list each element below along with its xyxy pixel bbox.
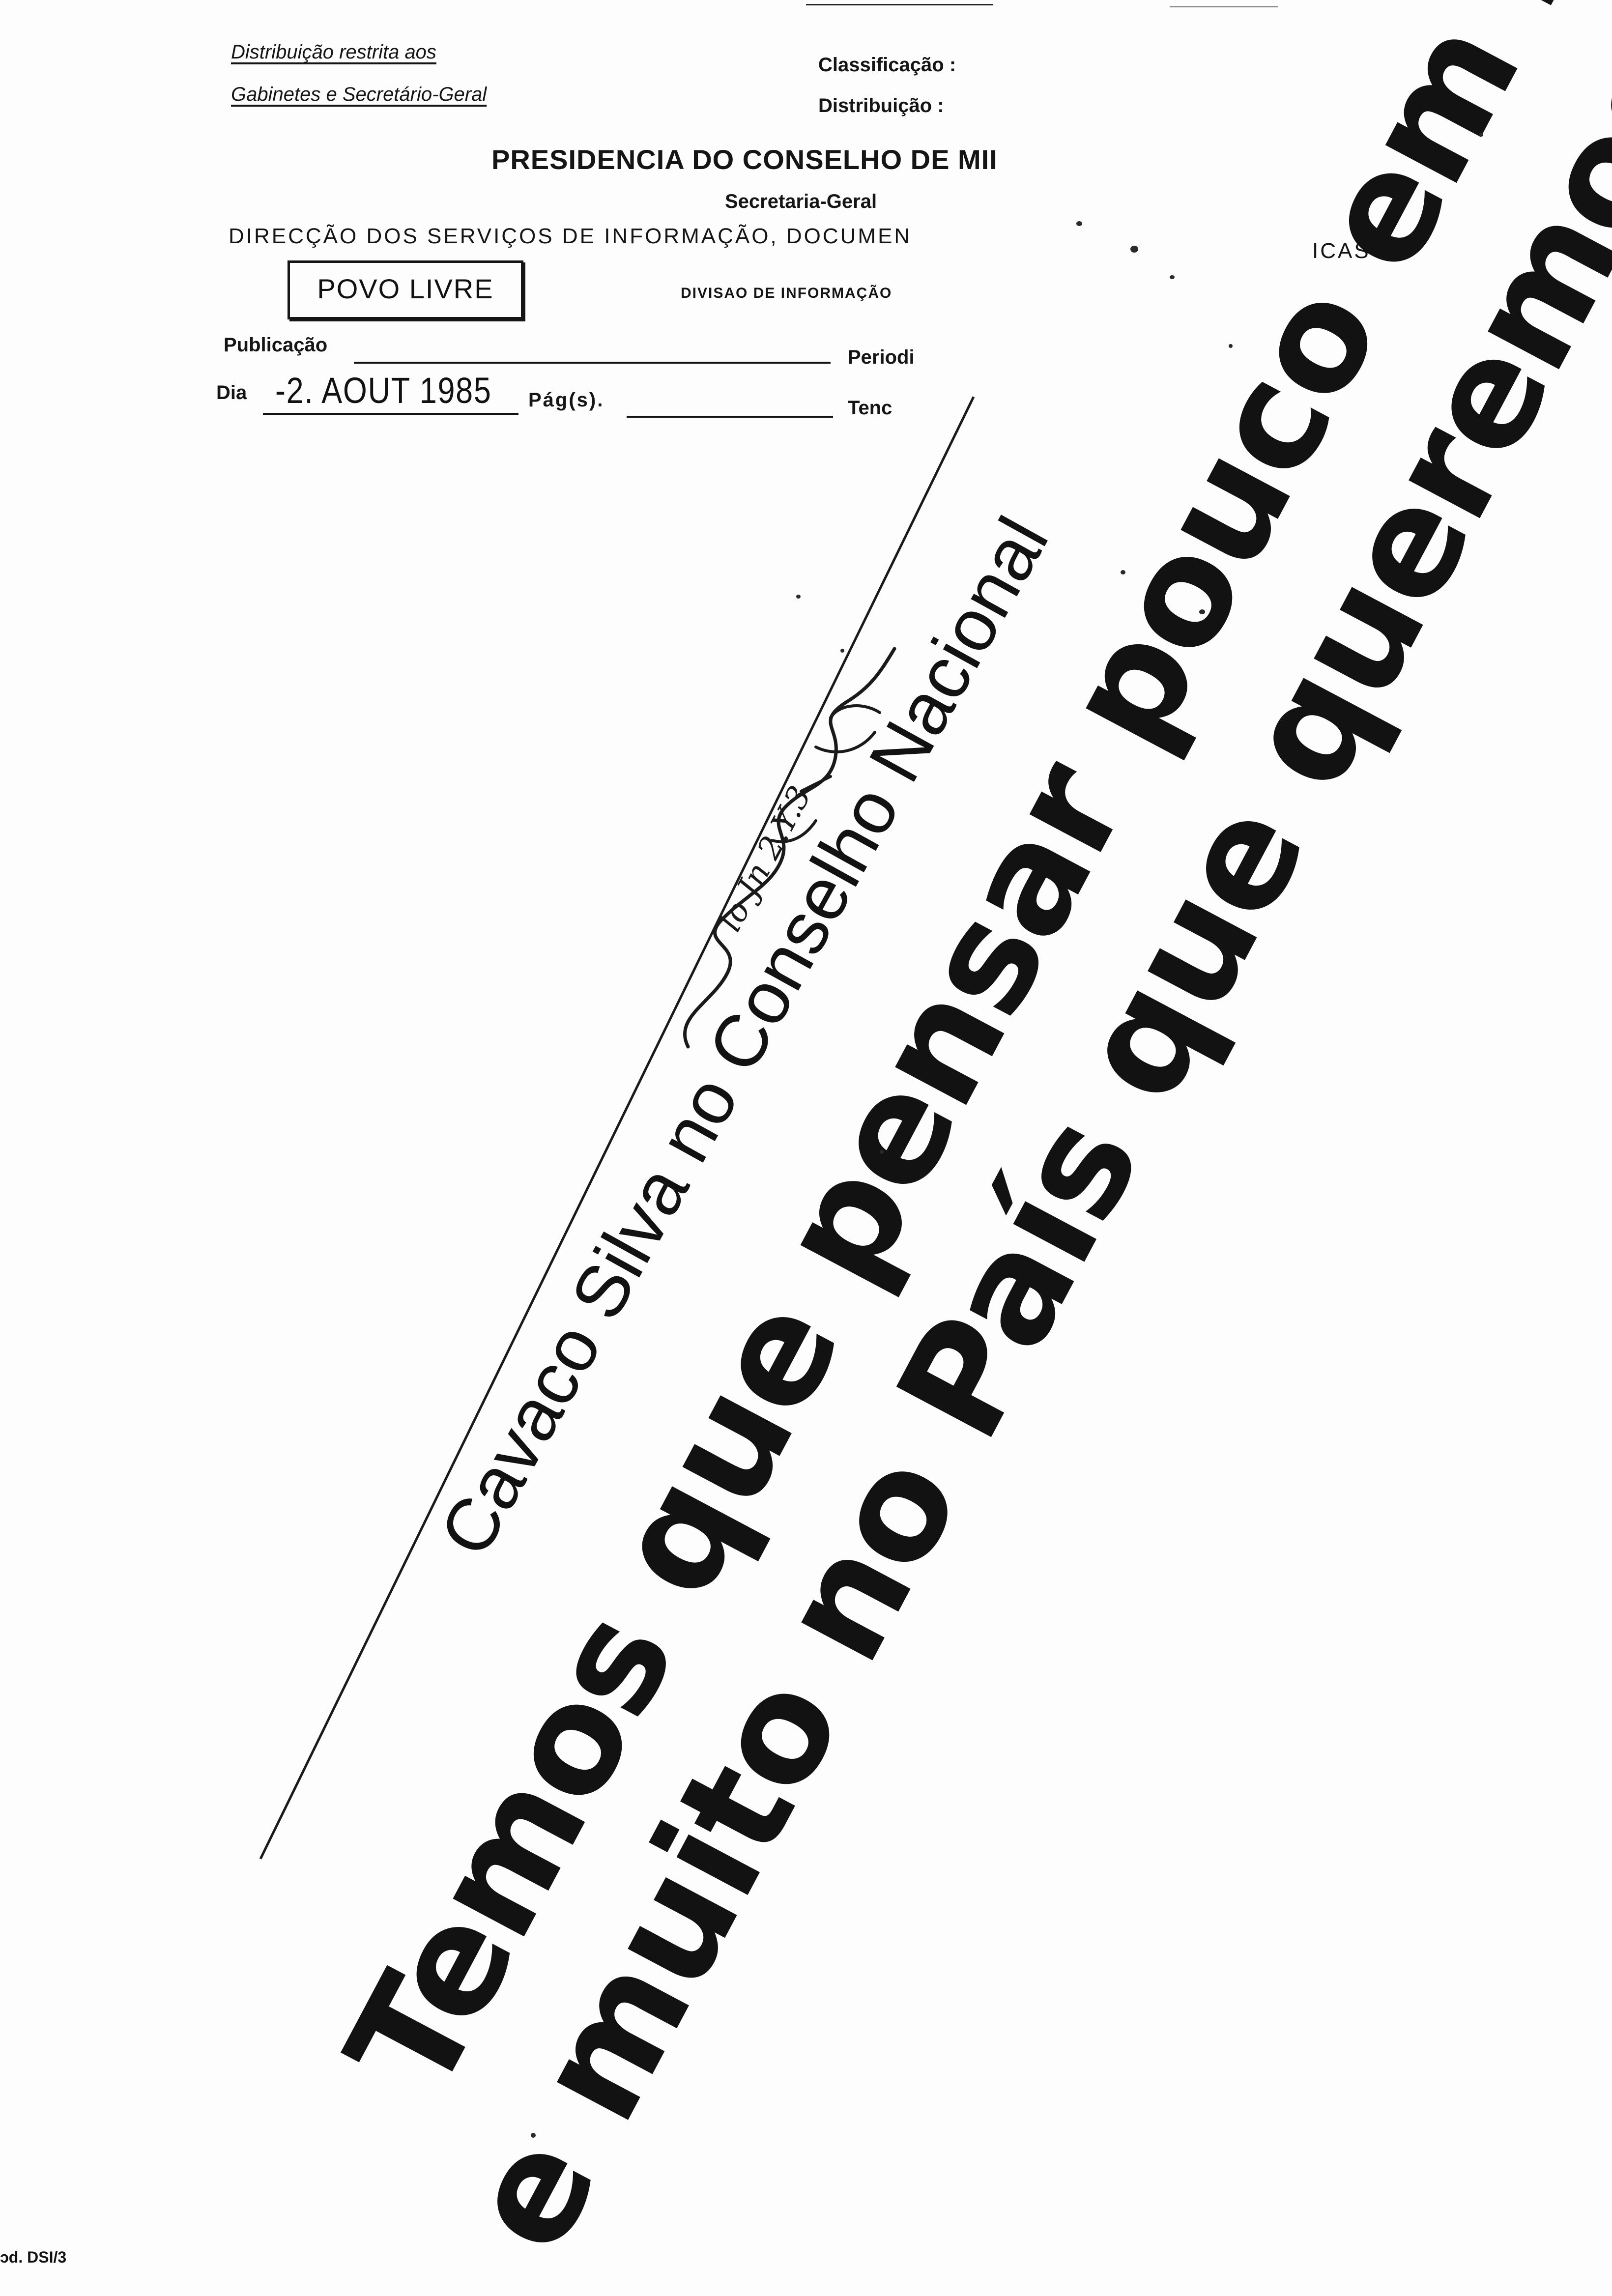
handwritten-text: lo Jn 2.Y.3 [712,780,819,938]
publication-label: Publicação [224,334,328,356]
speck [1229,344,1233,348]
pages-label: Pág(s). [528,389,604,411]
distribution-label: Distribuição : [818,95,944,116]
day-value: -2. AOUT 1985 [275,370,492,411]
direction-line: DIRECÇÃO DOS SERVIÇOS DE INFORMAÇÃO, DOC… [229,224,912,248]
speck [1121,570,1125,574]
day-label: Dia [216,382,247,403]
distribution-line-1: Distribuição restrita aos [231,41,436,63]
speck [1199,609,1205,614]
speck [531,2133,536,2138]
handwritten-annotation: lo Jn 2.Y.3 [683,647,896,1049]
source-stamp: POVO LIVRE [288,260,523,319]
day-fill-line [263,413,518,415]
secretariat-label: Secretaria-Geral [725,191,877,212]
top-rule-left [806,4,993,5]
direction-tail: ICAS [1312,239,1371,263]
source-stamp-text: POVO LIVRE [317,273,494,304]
periodicity-label: Periodi [848,346,915,368]
classification-label: Classificação : [818,54,956,76]
distribution-line-2: Gabinetes e Secretário-Geral [231,84,487,105]
speck [880,1150,884,1154]
speck [840,649,844,653]
speck [1479,133,1483,137]
speck [1076,221,1082,226]
headline-line-2: e muito no País que queremos servir [432,0,1612,2277]
division-label: DIVISAO DE INFORMAÇÃO [681,285,892,301]
speck [796,595,801,599]
form-code: ɔd. DSI/3 [0,2248,67,2266]
speck [1170,275,1175,279]
presidency-title: PRESIDENCIA DO CONSELHO DE MII [491,144,998,175]
pages-fill-line [627,416,833,418]
publication-fill-line [354,362,831,364]
speck [1130,246,1138,253]
top-rule-right [1170,6,1278,7]
tendency-label: Tenc [848,397,892,419]
